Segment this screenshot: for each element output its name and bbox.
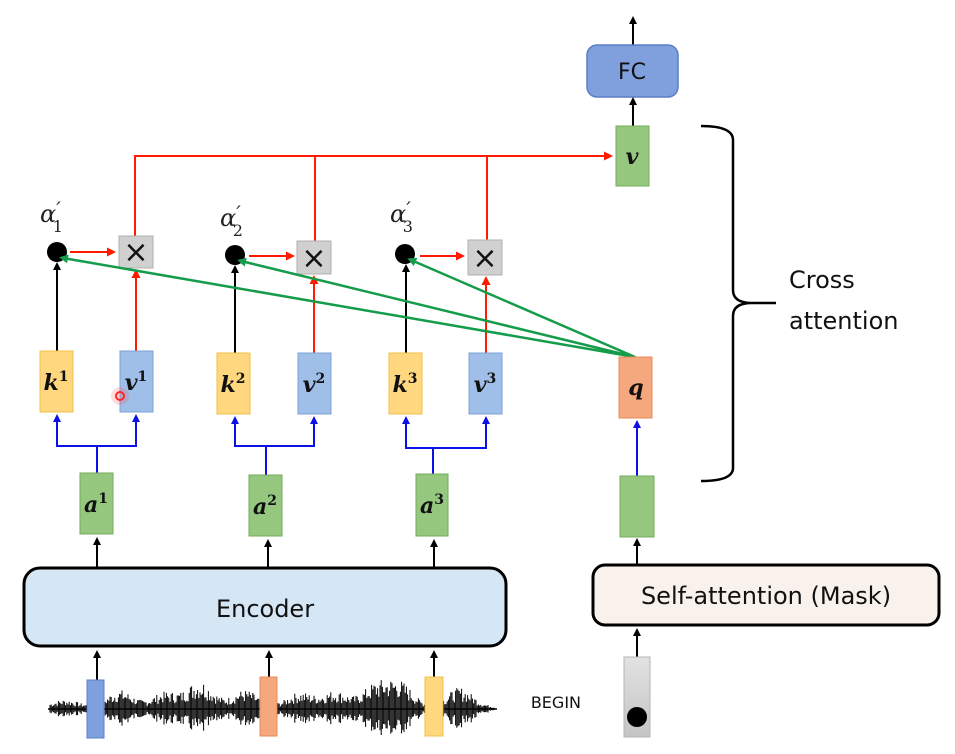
- weighted-sum-line: [134, 151, 613, 240]
- input-frame-2: [259, 676, 278, 737]
- encoder-output-3-label: a3: [420, 492, 444, 519]
- cross-attention-brace: [700, 124, 776, 483]
- column-2: α′2 × k2 v2 a2: [216, 201, 332, 567]
- alpha-3-label: α′3: [390, 197, 413, 236]
- a2-split-bracket: [234, 440, 315, 447]
- column-1: α′1 × k1 v1 a1: [39, 197, 154, 567]
- multiply-3-box: [467, 239, 503, 276]
- multiply-3-symbol: ×: [472, 241, 497, 276]
- encoder-label: Encoder: [216, 595, 314, 623]
- output-v-box: [615, 125, 650, 187]
- output-v-label: v: [626, 144, 639, 170]
- encoder-output-2-label: a2: [253, 493, 277, 520]
- input-frame-1: [86, 679, 105, 739]
- query-box: [618, 356, 653, 419]
- column-3: α′3 × k3 v3 a3: [388, 197, 503, 567]
- multiply-1-symbol: ×: [123, 235, 148, 270]
- value-1-label: v1: [125, 369, 148, 396]
- cursor-glow: [111, 387, 129, 405]
- decoder-hidden-box: [619, 475, 655, 538]
- query-to-alpha-1: [59, 254, 636, 359]
- value-2-box: [297, 352, 332, 415]
- encoder-box: [22, 566, 508, 648]
- key-3-box: [388, 352, 423, 415]
- input-frame-3: [424, 676, 444, 737]
- cross-attention-label-line2: attention: [789, 307, 898, 335]
- encoder-output-1-box: [79, 472, 114, 535]
- self-attention-label: Self-attention (Mask): [641, 582, 891, 610]
- multiply-2-box: [296, 240, 332, 275]
- fc-label: FC: [618, 60, 646, 85]
- encoder-output-1-label: a1: [84, 491, 108, 518]
- key-2-label: k2: [221, 371, 246, 398]
- begin-label: BEGIN: [531, 693, 581, 712]
- a1-split-bracket: [56, 440, 137, 447]
- multiply-2-symbol: ×: [301, 241, 326, 276]
- key-2-box: [216, 352, 251, 415]
- encoder-output-3-box: [415, 473, 449, 537]
- key-1-label: k1: [44, 369, 69, 396]
- begin-token-dot: [627, 707, 647, 727]
- alpha-2-label: α′2: [220, 201, 243, 240]
- query-to-alpha-2: [237, 257, 636, 359]
- alpha-1-label: α′1: [40, 197, 63, 236]
- query-label: q: [628, 375, 643, 401]
- query-to-alpha-3: [407, 257, 636, 359]
- a3-split-bracket: [405, 440, 487, 449]
- cursor-indicator: [115, 391, 125, 401]
- value-3-label: v3: [474, 371, 497, 398]
- encoder-output-2-box: [248, 474, 283, 537]
- self-attention-box: [591, 563, 941, 627]
- key-1-box: [39, 350, 74, 413]
- value-3-box: [468, 352, 503, 415]
- value-1-box: [119, 350, 154, 413]
- cross-attention-label-line1: Cross: [789, 266, 855, 294]
- multiply-1-box: [118, 235, 154, 269]
- value-2-label: v2: [303, 371, 326, 398]
- key-3-label: k3: [393, 371, 418, 398]
